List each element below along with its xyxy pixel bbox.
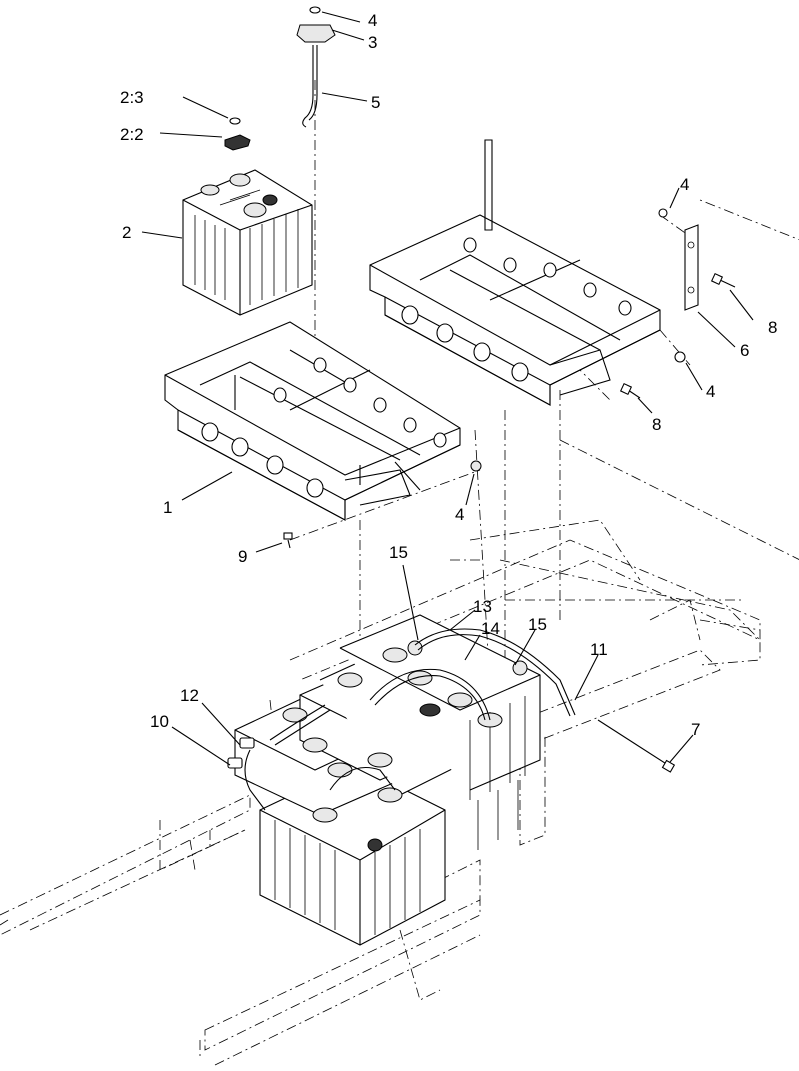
- callout-7: 7: [691, 720, 700, 739]
- callout-3: 3: [368, 33, 377, 52]
- callout-labels: 4 3 5 2:3 2:2 2 4 8 6 4 8 1 4 9 15 13 14…: [120, 11, 777, 739]
- callout-14: 14: [481, 619, 500, 638]
- callout-4-right-top: 4: [680, 175, 689, 194]
- cable-boot-12: [239, 737, 255, 749]
- callout-4-top: 4: [368, 11, 377, 30]
- mounting-bracket: [684, 224, 699, 311]
- callout-2: 2: [122, 223, 131, 242]
- callout-8-mid: 8: [652, 415, 661, 434]
- hold-down-rod: [296, 6, 336, 128]
- callout-2-2: 2:2: [120, 125, 144, 144]
- callout-5: 5: [371, 93, 380, 112]
- battery-terminals: [282, 640, 528, 852]
- callout-15-left: 15: [389, 543, 408, 562]
- battery-tray-1: [164, 321, 461, 521]
- callout-8-top: 8: [768, 318, 777, 337]
- callout-4-right-mid: 4: [706, 382, 715, 401]
- nut-4-top-right: [658, 208, 668, 218]
- callout-9: 9: [238, 547, 247, 566]
- callout-10: 10: [150, 712, 169, 731]
- hardware: [283, 208, 736, 773]
- battery-single: [182, 169, 313, 316]
- callout-15-right: 15: [528, 615, 547, 634]
- callout-11: 11: [590, 640, 608, 659]
- bolt-8-top: [719, 279, 736, 288]
- callout-4-mid: 4: [455, 505, 464, 524]
- leader-lines: [141, 11, 754, 766]
- callout-2-3: 2:3: [120, 88, 144, 107]
- tray-1-holes: [201, 357, 447, 498]
- screw-9: [287, 539, 291, 549]
- callout-13: 13: [473, 597, 492, 616]
- nut-4-tray: [470, 460, 482, 472]
- bolt-8-mid: [627, 389, 641, 399]
- tray-2-holes: [401, 237, 632, 382]
- nut-4-right: [674, 351, 686, 363]
- bolt-7: [597, 719, 669, 766]
- cap-part: [224, 117, 251, 151]
- callout-1: 1: [163, 498, 172, 517]
- callout-12: 12: [180, 686, 199, 705]
- cable-terminal-10: [227, 757, 243, 769]
- callout-6: 6: [740, 341, 749, 360]
- battery-tray-2: [369, 139, 661, 406]
- battery-cables: [231, 628, 576, 811]
- battery-pack: [227, 614, 576, 946]
